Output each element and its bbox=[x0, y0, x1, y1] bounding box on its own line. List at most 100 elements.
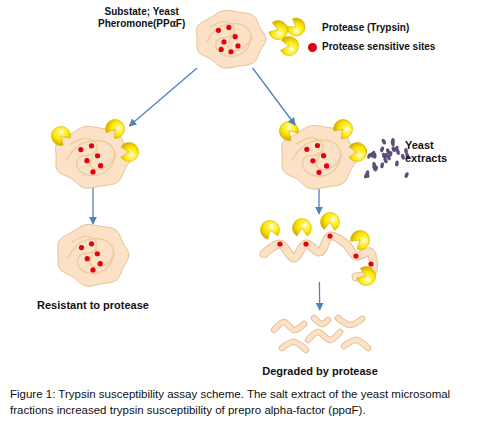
sensitive-site bbox=[78, 147, 83, 152]
trypsin-highlight bbox=[294, 28, 300, 33]
arrow-line bbox=[129, 68, 197, 126]
sensitive-site bbox=[95, 251, 100, 256]
yeast-particle bbox=[381, 138, 387, 145]
sensitive-site bbox=[219, 47, 224, 52]
arrow-connector bbox=[319, 189, 320, 214]
peptide-fragment-edge bbox=[314, 318, 328, 324]
trypsin-highlight bbox=[130, 153, 135, 156]
yeast-particle bbox=[363, 172, 369, 179]
trypsin-body bbox=[331, 116, 357, 142]
sensitive-site bbox=[90, 169, 95, 174]
protein-blob bbox=[197, 10, 266, 68]
yeast-particle bbox=[388, 151, 393, 158]
trypsin-symbol bbox=[293, 218, 312, 236]
node-shape bbox=[196, 10, 266, 68]
trypsin-highlight bbox=[365, 277, 371, 282]
trypsin-symbol bbox=[349, 143, 367, 162]
trypsin-symbol bbox=[355, 264, 378, 288]
trypsin-body bbox=[280, 36, 299, 56]
arrow-line bbox=[253, 68, 296, 125]
node-shape bbox=[55, 126, 131, 188]
unfolded-chain-edge bbox=[264, 236, 373, 277]
protein-node: Yeast extracts bbox=[281, 125, 357, 189]
trypsin-body bbox=[258, 218, 282, 241]
protein-fold bbox=[292, 140, 340, 170]
arrow-connector bbox=[319, 282, 320, 310]
sensitive-site bbox=[304, 147, 309, 152]
sensitive-site bbox=[321, 153, 326, 158]
sensitive-site bbox=[89, 241, 94, 246]
sensitive-site bbox=[221, 39, 226, 44]
peptide-fragment-edge bbox=[344, 340, 368, 348]
sensitive-site bbox=[79, 245, 84, 250]
sensitive-site bbox=[90, 267, 95, 272]
trypsin-body bbox=[276, 118, 302, 144]
node-shape bbox=[57, 224, 129, 286]
sensitive-site bbox=[368, 261, 373, 266]
sensitive-site bbox=[95, 153, 100, 158]
node-label: Resistant to protease bbox=[37, 299, 149, 312]
peptide-fragment bbox=[308, 332, 340, 340]
node-label: Yeast extracts bbox=[405, 139, 447, 165]
peptide-fragment bbox=[274, 322, 304, 330]
node-shape bbox=[281, 125, 357, 189]
node-shape bbox=[268, 310, 372, 358]
unfolded-chain bbox=[264, 236, 373, 277]
trypsin-body bbox=[355, 264, 378, 288]
trypsin-body bbox=[285, 15, 309, 39]
protein-node bbox=[260, 214, 378, 282]
sensitive-site bbox=[89, 143, 94, 148]
sensitive-site bbox=[216, 28, 221, 33]
yeast-particle bbox=[365, 172, 370, 179]
trypsin-highlight bbox=[358, 153, 363, 156]
trypsin-symbol bbox=[48, 123, 74, 149]
yeast-particle bbox=[371, 150, 376, 157]
legend-swatch bbox=[308, 43, 317, 52]
sensitive-site bbox=[226, 25, 231, 30]
trypsin-symbol bbox=[285, 15, 309, 39]
trypsin-symbol bbox=[331, 116, 357, 142]
peptide-fragment-edge bbox=[338, 318, 362, 325]
trypsin-symbol bbox=[121, 143, 139, 162]
arrow-line bbox=[318, 189, 319, 214]
peptide-fragment-edge bbox=[282, 342, 306, 350]
trypsin-body bbox=[348, 227, 374, 253]
trypsin-symbol bbox=[280, 36, 299, 56]
trypsin-body bbox=[103, 116, 129, 141]
yeast-particle bbox=[379, 146, 384, 153]
protein-node: Resistant to protease bbox=[57, 224, 129, 286]
node-shape bbox=[260, 214, 378, 282]
trypsin-highlight bbox=[331, 217, 335, 222]
peptide-fragment bbox=[314, 318, 328, 324]
yeast-particle bbox=[404, 172, 410, 179]
sensitive-site bbox=[353, 253, 358, 258]
trypsin-body bbox=[349, 143, 367, 162]
trypsin-highlight bbox=[361, 238, 367, 244]
legend-text: Protease sensitive sites bbox=[322, 41, 435, 52]
protein-fold bbox=[66, 141, 114, 170]
sensitive-site bbox=[85, 256, 90, 261]
arrow-connector bbox=[129, 68, 197, 126]
trypsin-symbol bbox=[103, 116, 129, 141]
sensitive-site bbox=[315, 143, 320, 148]
sensitive-site bbox=[316, 170, 321, 175]
protein-node: Substate; Yeast Pheromone(PPαF) bbox=[196, 10, 266, 68]
trypsin-body bbox=[121, 143, 139, 162]
node-label: Degraded by protease bbox=[262, 365, 378, 378]
yeast-particle bbox=[373, 165, 379, 172]
node-label: Substate; Yeast Pheromone(PPαF) bbox=[98, 6, 185, 30]
trypsin-highlight bbox=[344, 126, 350, 132]
sensitive-site bbox=[98, 163, 103, 168]
trypsin-highlight bbox=[116, 125, 121, 131]
sensitive-site bbox=[303, 241, 308, 246]
trypsin-symbol bbox=[276, 118, 302, 144]
protein-fold bbox=[207, 24, 252, 51]
arrow-connector bbox=[253, 68, 296, 125]
trypsin-body bbox=[293, 218, 312, 236]
peptide-fragment-edge bbox=[274, 322, 304, 330]
peptide-fragment bbox=[344, 340, 368, 348]
yeast-particle bbox=[380, 162, 384, 168]
trypsin-highlight bbox=[303, 223, 306, 228]
